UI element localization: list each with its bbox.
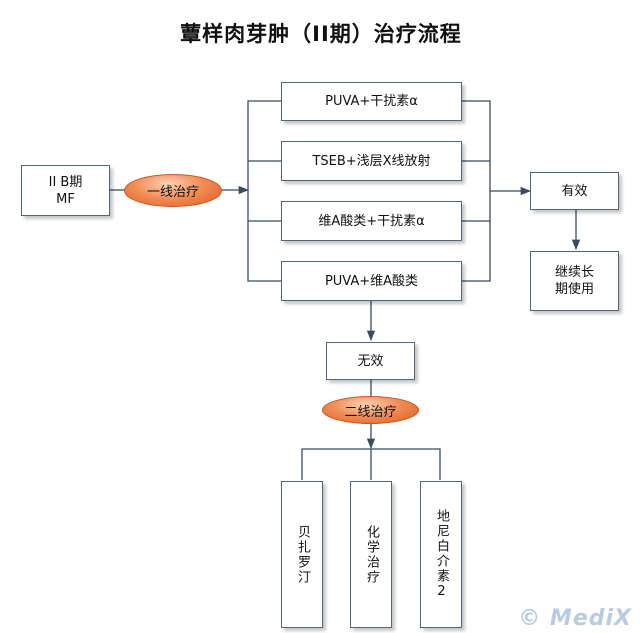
stage-subtype: MF [56,191,75,207]
first-line-label: 一线治疗 [146,185,199,200]
effective-label: 有效 [561,183,588,199]
option-1-label: PUVA+干扰素α [325,94,418,109]
second-line-label: 二线治疗 [344,404,397,420]
option-4-box: PUVA+维A酸类 [281,261,462,301]
effective-box: 有效 [530,172,619,210]
medix-watermark: © MediX [518,606,632,631]
stage-box: II B期 MF [21,165,110,216]
left-bracket [247,100,281,282]
drug-2-label: 化学治疗 [364,524,379,585]
drug-1-label: 贝扎罗汀 [295,524,310,585]
continue-use-box: 继续长 期使用 [530,251,619,311]
ineffective-label: 无效 [357,353,384,369]
diagram-title: 蕈样肉芽肿（II期）治疗流程 [180,22,462,46]
right-bracket [462,100,491,282]
option-3-box: 维A酸类+干扰素α [281,201,462,241]
option-4-label: PUVA+维A酸类 [324,273,419,289]
option-2-box: TSEB+浅层X线放射 [281,141,462,181]
drug-2-box: 化学治疗 [350,481,392,628]
option-3-label: 维A酸类+干扰素α [318,213,425,229]
continue-use-line-2: 期使用 [554,282,594,297]
first-line-ellipse: 一线治疗 [124,174,222,207]
ineffective-box: 无效 [326,342,415,380]
drug-1-box: 贝扎罗汀 [281,481,323,628]
option-1-box: PUVA+干扰素α [281,82,462,121]
second-line-ellipse: 二线治疗 [322,396,419,424]
option-2-label: TSEB+浅层X线放射 [312,153,431,169]
drug-3-label: 地尼白介素2 [434,508,449,601]
stage-label: II B期 [48,174,83,190]
continue-use-line-1: 继续长 [554,265,594,280]
drug-3-box: 地尼白介素2 [420,481,462,628]
